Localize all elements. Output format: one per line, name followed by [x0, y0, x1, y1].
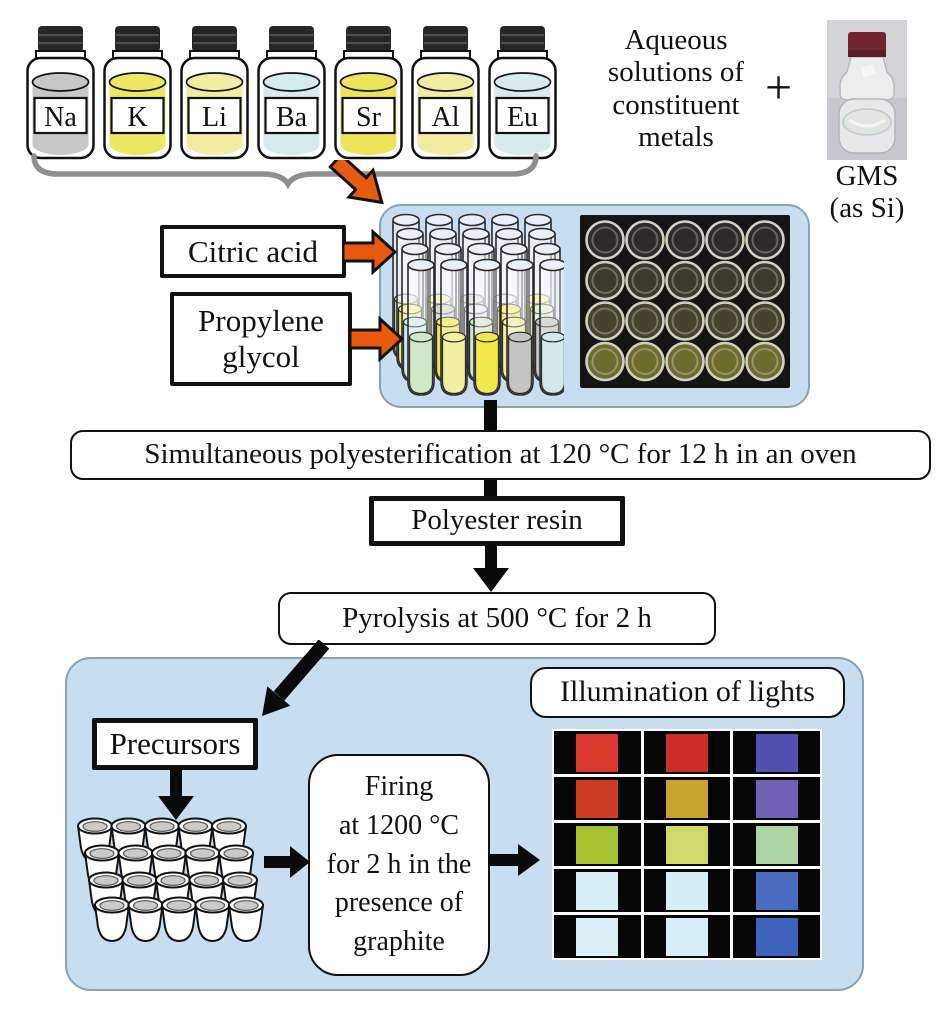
test-tube	[440, 258, 468, 396]
gms-label: GMS (as Si)	[816, 160, 918, 225]
phosphor-cell	[643, 777, 731, 820]
firing-line: Firing	[364, 771, 434, 803]
aqueous-caption: Aqueous solutions of constituent metals	[578, 24, 774, 154]
phosphor-swatch	[576, 825, 619, 864]
phosphor-swatch	[576, 779, 619, 818]
test-tube	[407, 258, 435, 396]
phosphor-cell	[554, 823, 641, 866]
phosphor-cell	[643, 731, 731, 774]
phosphor-swatch	[665, 779, 708, 818]
polyester-resin-box: Polyester resin	[369, 496, 625, 546]
reagent-bottle: Eu	[486, 24, 559, 167]
svg-text:Eu: Eu	[507, 102, 538, 133]
svg-text:Al: Al	[432, 102, 460, 133]
phosphor-cell	[733, 777, 820, 820]
crucible	[160, 896, 198, 943]
phosphor-swatch	[755, 917, 798, 956]
test-tube	[506, 258, 534, 396]
firing-line: at 1200 °C	[338, 810, 460, 842]
crucible	[93, 896, 131, 943]
svg-text:K: K	[127, 102, 147, 133]
reagent-bottle: Na	[24, 24, 97, 167]
propylene-line: Propylene	[198, 303, 324, 339]
svg-text:Li: Li	[202, 102, 227, 133]
reagent-bottle: Ba	[255, 24, 328, 167]
phosphor-swatch	[755, 825, 798, 864]
brace-under-bottles	[31, 153, 539, 190]
firing-line: for 2 h in the	[326, 848, 472, 880]
polyesterification-box: Simultaneous polyesterification at 120 °…	[70, 430, 931, 480]
phosphor-swatch	[755, 733, 798, 772]
arrow-orange-citric	[343, 229, 398, 275]
phosphor-swatch	[665, 733, 708, 772]
caption-line: Aqueous	[624, 24, 728, 56]
phosphor-cell	[733, 823, 820, 866]
arrow-down-to-crucibles	[158, 768, 194, 820]
phosphor-swatch	[755, 871, 798, 910]
arrow-diagonal-to-precursors	[262, 640, 330, 716]
glycol-line: glycol	[222, 339, 300, 374]
caption-line: solutions of	[607, 56, 745, 89]
phosphor-cell	[554, 915, 641, 958]
bottle-row: Na K Li	[24, 24, 559, 167]
phosphor-sample-grid	[552, 729, 822, 960]
gms-bottle-illustration	[827, 20, 907, 160]
arrow-orange-propylene	[350, 316, 405, 362]
crucible	[227, 896, 265, 943]
arrow-orange-diagonal	[328, 160, 384, 205]
reagent-bottle: Sr	[332, 24, 405, 167]
gms-bottle-photo	[827, 20, 907, 165]
phosphor-cell	[643, 823, 731, 866]
reagent-bottle: Li	[178, 24, 251, 167]
gms-label-line: GMS	[835, 160, 899, 192]
tube-rack-photo	[580, 215, 790, 388]
phosphor-cell	[733, 869, 820, 912]
reagent-bottle: K	[101, 24, 174, 167]
phosphor-cell	[643, 869, 731, 912]
svg-text:Sr: Sr	[356, 102, 382, 133]
phosphor-cell	[554, 731, 641, 774]
citric-acid-box: Citric acid	[160, 225, 346, 278]
phosphor-swatch	[576, 871, 619, 910]
svg-text:Ba: Ba	[276, 102, 308, 133]
arrow-right-to-grid	[488, 844, 540, 876]
caption-line: constituent	[612, 88, 740, 121]
phosphor-cell	[554, 777, 641, 820]
phosphor-swatch	[576, 733, 619, 772]
connector-polyesterification-to-resin	[484, 478, 497, 498]
gms-label-line: (as Si)	[829, 192, 905, 225]
precursors-box: Precursors	[92, 718, 258, 770]
arrow-right-to-firing	[264, 846, 310, 878]
pyrolysis-box: Pyrolysis at 500 °C for 2 h	[278, 592, 716, 645]
firing-box: Firing at 1200 °C for 2 h in the presenc…	[308, 754, 490, 976]
phosphor-cell	[733, 915, 820, 958]
test-tube	[473, 258, 501, 396]
svg-text:Na: Na	[44, 102, 77, 133]
firing-line: graphite	[353, 925, 445, 957]
firing-line: presence of	[334, 887, 464, 919]
propylene-glycol-label: Propylene glycol	[198, 303, 324, 374]
crucible-tray	[76, 817, 265, 943]
phosphor-swatch	[576, 917, 619, 956]
crucible	[127, 896, 164, 943]
crucible	[194, 896, 231, 943]
phosphor-cell	[643, 915, 731, 958]
caption-line: metals	[638, 121, 714, 154]
phosphor-cell	[554, 869, 641, 912]
illumination-box: Illumination of lights	[530, 667, 845, 718]
phosphor-swatch	[665, 825, 708, 864]
test-tubes-illustration	[392, 213, 564, 396]
phosphor-swatch	[665, 871, 708, 910]
phosphor-swatch	[665, 917, 708, 956]
test-tube	[539, 258, 564, 396]
phosphor-swatch	[755, 779, 798, 818]
arrow-down-to-pyrolysis	[473, 544, 509, 592]
plus-sign: +	[765, 61, 793, 114]
propylene-glycol-box: Propylene glycol	[170, 292, 352, 386]
reagent-bottle: Al	[409, 24, 482, 167]
connector-panel-to-polyesterification	[484, 400, 497, 432]
phosphor-cell	[733, 731, 820, 774]
